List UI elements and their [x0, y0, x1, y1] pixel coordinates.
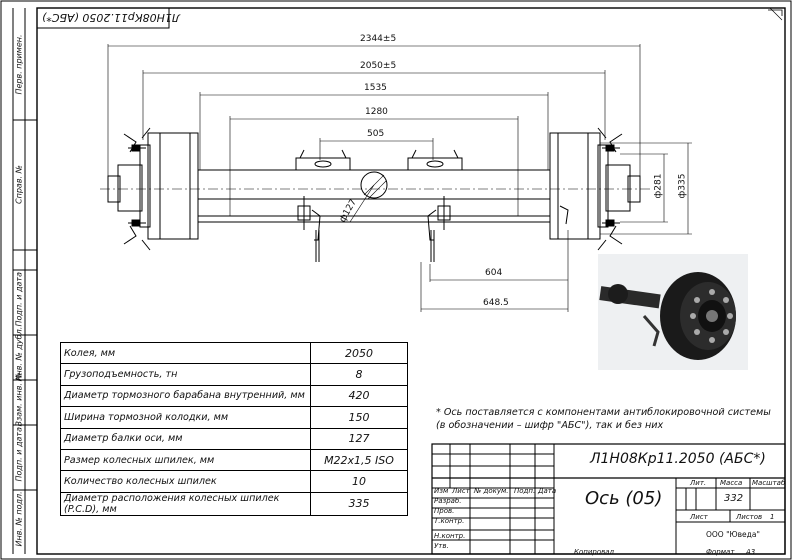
axle-drawing	[100, 127, 650, 262]
tb-designation: Л1Н08Кр11.2050 (АБС*)	[590, 451, 766, 467]
dim-505: 505	[367, 129, 385, 139]
spec-value: 335	[310, 491, 408, 516]
tb-kopiroval: Копировал	[574, 548, 614, 556]
tb-podp: Подп.	[514, 487, 536, 495]
axle-photo	[598, 254, 748, 370]
tb-masshtab: Масштаб	[752, 479, 786, 487]
dim-335: ф335	[677, 173, 688, 199]
spec-label: Ширина тормозной колодки, мм	[60, 406, 311, 429]
spec-value: 150	[310, 406, 408, 429]
tb-mass-value: 332	[724, 493, 744, 504]
tb-massa: Масса	[720, 479, 743, 487]
dim-2050: 2050±5	[360, 61, 397, 71]
spec-row: Диаметр расположения колесных шпилек (P.…	[60, 491, 408, 516]
tb-prov: Пров.	[434, 507, 455, 515]
tb-razrab: Разраб.	[434, 497, 462, 505]
tb-format-value: А3	[746, 548, 756, 556]
tb-nkontr: Н.контр.	[434, 532, 466, 540]
tb-data: Дата	[538, 487, 557, 495]
margin-podp-data-1: Подп. и дата	[14, 272, 24, 327]
tb-doc-no: № докум.	[474, 487, 509, 495]
tb-izm: Изм	[434, 487, 449, 495]
dim-2344: 2344±5	[360, 34, 397, 44]
margin-sprav-no: Справ. №	[14, 165, 24, 204]
tb-listov: Листов	[736, 513, 763, 521]
spec-label: Размер колесных шпилек, мм	[60, 448, 311, 472]
dim-281: ф281	[653, 173, 664, 199]
tb-format: Формат	[706, 548, 735, 556]
tb-company: ООО "Юведа"	[706, 530, 760, 539]
axle-photo-image	[598, 254, 748, 370]
inner-frame	[36, 7, 786, 555]
spec-value: 10	[310, 470, 408, 493]
spec-label: Количество колесных шпилек	[60, 470, 311, 493]
dim-604: 604	[485, 268, 503, 278]
margin-inv-podl: Инв. № подл.	[14, 491, 24, 547]
note-text: * Ось поставляется с компонентами антибл…	[436, 407, 771, 431]
dim-1280: 1280	[365, 107, 388, 117]
margin-podp-data-2: Подп. и дата	[14, 427, 24, 482]
title-block-lines	[431, 443, 786, 555]
margin-perv-primen: Перв. примен.	[14, 34, 24, 95]
spec-label: Диаметр балки оси, мм	[60, 427, 311, 450]
spec-label: Колея, мм	[60, 341, 311, 365]
dim-1535: 1535	[364, 83, 387, 93]
spec-value: 8	[310, 363, 408, 386]
tb-lit: Лит.	[690, 479, 707, 487]
dim-648: 648.5	[483, 298, 509, 308]
dimension-lines	[107, 44, 692, 312]
spec-value: 420	[310, 384, 408, 408]
margin-vzam-inv: Взам. инв. №	[14, 372, 24, 427]
spec-value: M22x1,5 ISO	[310, 448, 408, 472]
top-stamp: Л1Н08Кр11.2050 (АБС*)	[42, 11, 181, 24]
tb-tkontr: Т.контр.	[434, 517, 465, 525]
tb-list-col: Лист	[452, 487, 470, 495]
spec-label: Диаметр тормозного барабана внутренний, …	[60, 384, 311, 408]
tb-list: Лист	[690, 513, 708, 521]
tb-utv: Утв.	[434, 542, 449, 550]
spec-label: Грузоподъемность, тн	[60, 363, 311, 386]
tb-listov-value: 1	[770, 513, 775, 521]
spec-label: Диаметр расположения колесных шпилек (P.…	[60, 491, 311, 516]
spec-value: 2050	[310, 341, 408, 365]
spec-row: Диаметр тормозного барабана внутренний, …	[60, 384, 408, 408]
spec-value: 127	[310, 427, 408, 450]
tb-name: Ось (05)	[585, 488, 663, 509]
